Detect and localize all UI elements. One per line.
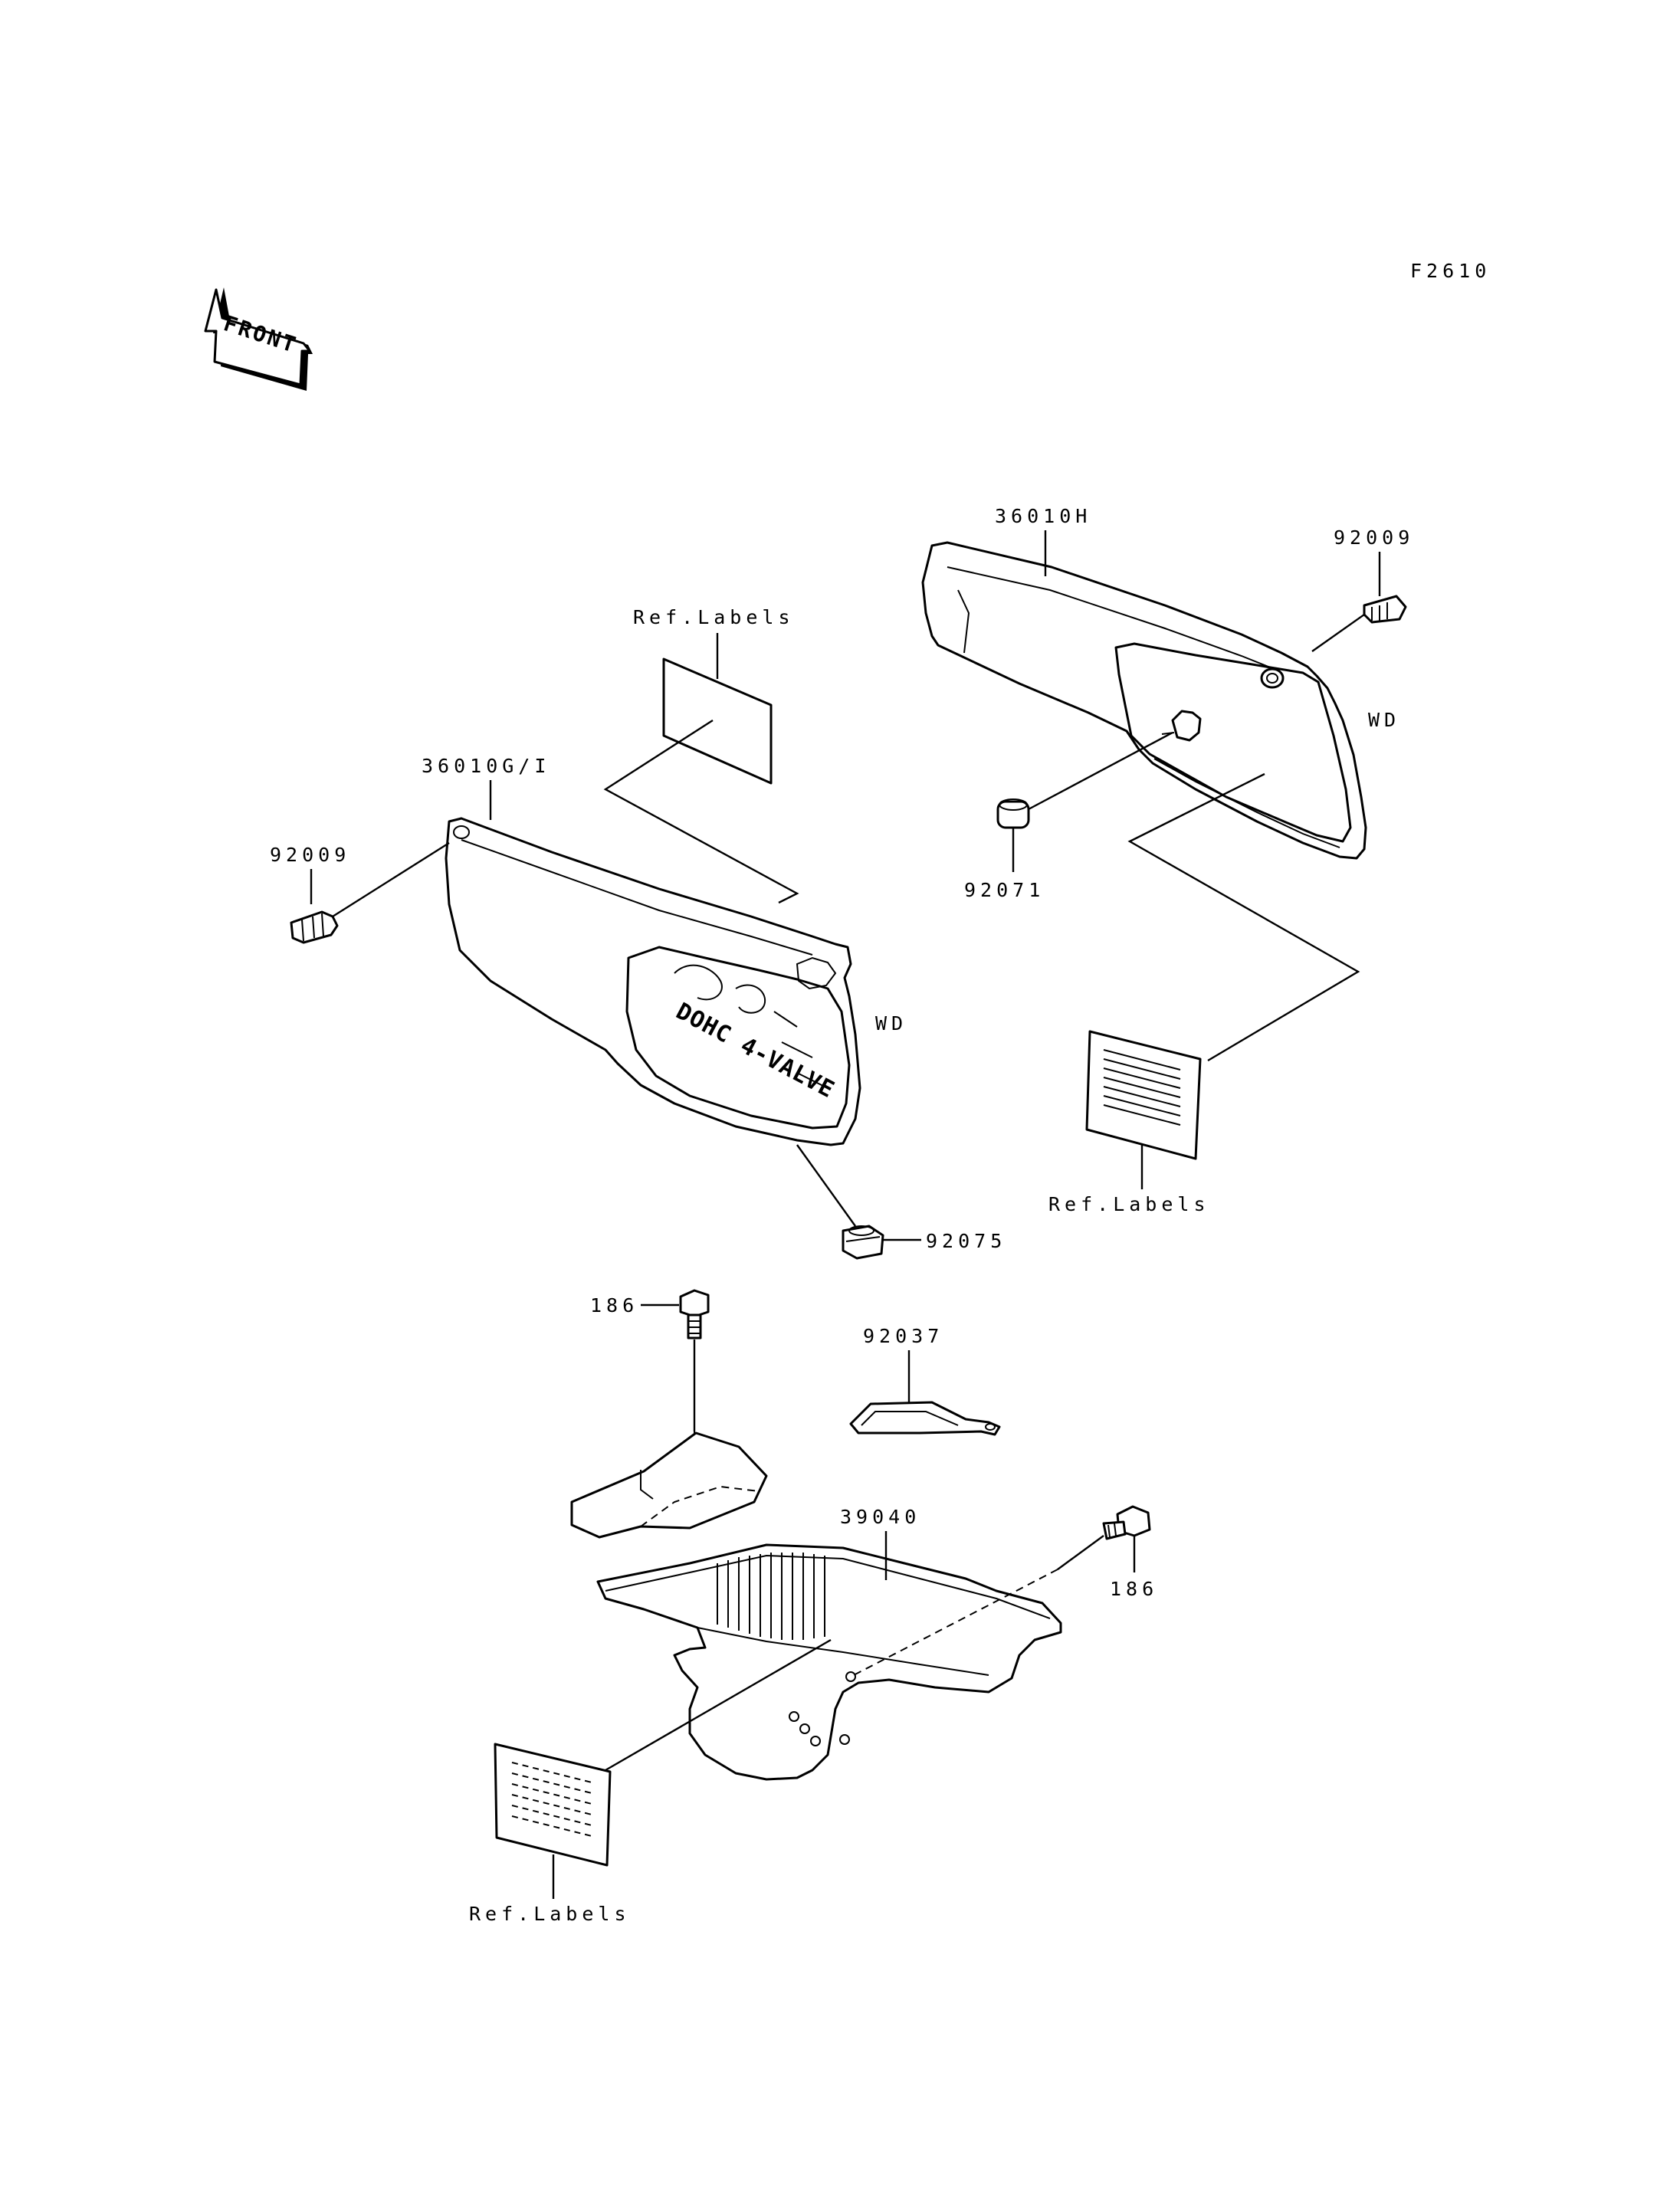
callout-36010h: 36010H [995, 505, 1091, 527]
figure-code: F2610 [1410, 260, 1491, 282]
callout-36010gi: 36010G/I [422, 755, 550, 777]
right-side-cover [921, 541, 1367, 860]
callout-92037: 92037 [863, 1325, 943, 1347]
front-arrow-icon: FRONT [204, 287, 313, 391]
screw-92009-right-icon [1363, 595, 1407, 624]
left-side-cover [445, 817, 861, 1146]
callout-186-right: 186 [1110, 1578, 1158, 1600]
callout-92009-right: 92009 [1334, 526, 1414, 549]
wd-mark-left: WD [875, 1012, 907, 1035]
bolt-186-top-icon [679, 1289, 710, 1340]
callout-39040: 39040 [840, 1506, 920, 1528]
skid-plate [570, 1431, 1062, 1781]
bolt-186-right-icon [1102, 1505, 1151, 1540]
ref-label-sheet-right [1085, 1030, 1202, 1160]
ref-labels-top: Ref.Labels [633, 606, 795, 628]
screw-92009-left-icon [290, 910, 339, 944]
ref-labels-right: Ref.Labels [1048, 1193, 1210, 1215]
grommet-92071-icon [996, 798, 1030, 829]
wd-mark-right: WD [1368, 709, 1400, 731]
callout-92071: 92071 [964, 879, 1045, 901]
grommet-92075-icon [842, 1225, 884, 1260]
ref-label-sheet-bottom [494, 1743, 612, 1867]
ref-labels-bottom: Ref.Labels [469, 1903, 631, 1925]
bracket-92037-icon [849, 1401, 1001, 1436]
ref-label-sheet-top [662, 657, 773, 785]
callout-92075: 92075 [926, 1230, 1006, 1252]
callout-92009-left: 92009 [270, 844, 350, 866]
callout-186-top: 186 [590, 1294, 638, 1317]
